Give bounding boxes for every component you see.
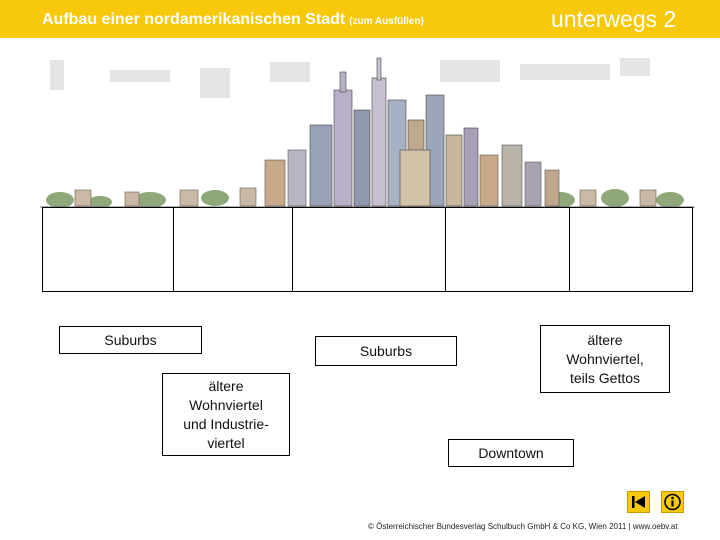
label-suburbs-center[interactable]: Suburbs xyxy=(315,336,457,366)
city-skyline-illustration xyxy=(40,50,695,210)
label-suburbs-left[interactable]: Suburbs xyxy=(59,326,202,354)
skip-back-icon[interactable] xyxy=(627,491,650,513)
zone-box-3[interactable] xyxy=(293,208,446,291)
page-title: Aufbau einer nordamerikanischen Stadt (zu… xyxy=(42,11,424,29)
zone-grid xyxy=(42,207,693,292)
brand-label: unterwegs 2 xyxy=(551,6,676,33)
zone-box-2[interactable] xyxy=(174,208,293,291)
zone-box-1[interactable] xyxy=(43,208,174,291)
header-bar: Aufbau einer nordamerikanischen Stadt (zu… xyxy=(0,0,720,38)
label-downtown[interactable]: Downtown xyxy=(448,439,574,467)
label-older-quarters-ghettos[interactable]: ältere Wohnviertel, teils Gettos xyxy=(540,325,670,393)
title-text: Aufbau einer nordamerikanischen Stadt xyxy=(42,11,345,28)
zone-box-5[interactable] xyxy=(570,208,692,291)
zone-box-4[interactable] xyxy=(446,208,570,291)
info-icon[interactable] xyxy=(661,491,684,513)
label-older-quarters-industry[interactable]: ältere Wohnviertel und Industrie- vierte… xyxy=(162,373,290,456)
title-note: (zum Ausfüllen) xyxy=(349,16,424,27)
copyright-footer: © Österreichischer Bundesverlag Schulbuc… xyxy=(368,522,678,531)
